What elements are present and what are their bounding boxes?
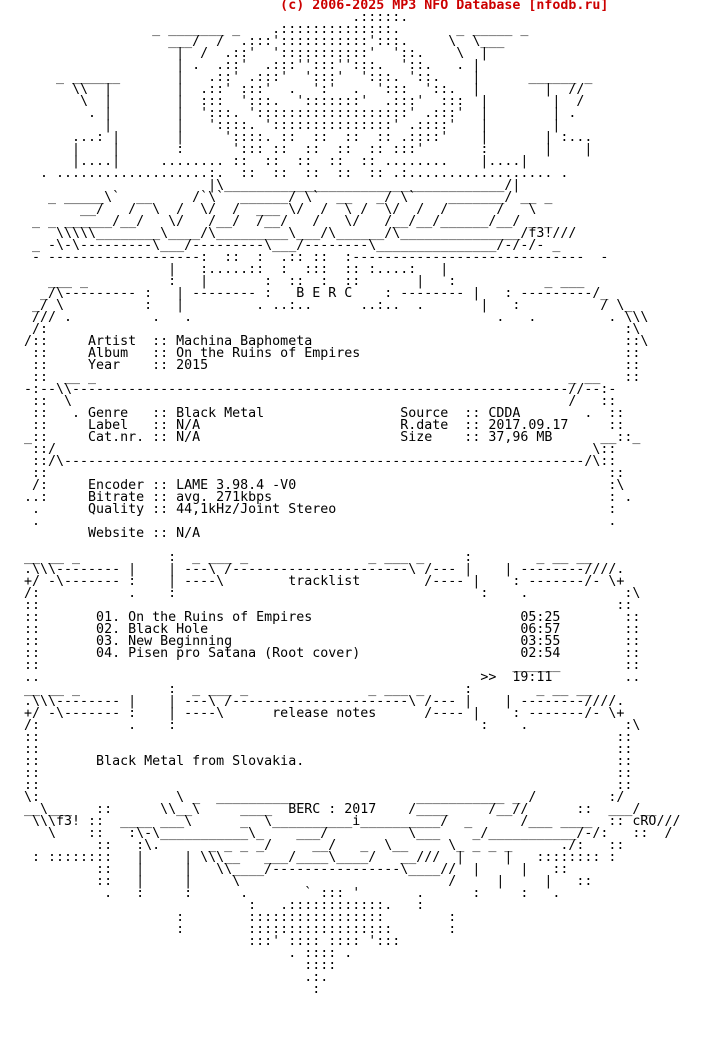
nfo-line: | . .::' .:::'':::'':::. '::. . |: [8, 58, 481, 73]
nfo-line: .\\\-------- | | ---\ /-----------------…: [8, 562, 625, 577]
nfo-line: :: ::: [8, 766, 633, 781]
nfo-line: /// . . . . . . \\\: [8, 310, 649, 325]
nfo-line: : :::::::::::::::::: :: [8, 922, 457, 937]
nfo-line: ___/ / .:::':::::::::::':::. \ \___: [8, 34, 505, 49]
nfo-line: | | '::::. ':::::::::::::::' .::::' | |: [8, 118, 561, 133]
nfo-line: ::::: [8, 958, 337, 973]
nfo-line: :: ______ ::: [8, 658, 641, 673]
nfo-line: :: Label :: N/A R.date :: 2017.09.17 ::: [8, 418, 625, 433]
nfo-line: \\\\\________\____/\_________\___/\_____…: [8, 226, 577, 241]
nfo-line: : :::::::: | | \\\__ ___/____\____/ __//…: [8, 850, 617, 865]
nfo-line: . Quality :: 44,1kHz/Joint Stereo :: [8, 502, 617, 517]
nfo-line: :: ::: [8, 598, 633, 613]
nfo-line: _ _ ______/__/ \/ /__/ /__/ / \/ /__/__/…: [8, 214, 553, 229]
nfo-line: :: . Genre :: Black Metal Source :: CDDA…: [8, 406, 625, 421]
nfo-line: :: 01. On the Ruins of Empires 05:25 ::: [8, 610, 641, 625]
nfo-line: . :::: .: [8, 946, 353, 961]
nfo-document: (c) 2006-2025 MP3 NFO Database [nfodb.ru…: [8, 0, 680, 996]
nfo-line: /: Encoder :: LAME 3.98.4 -V0 :\: [8, 478, 625, 493]
nfo-line: \: \ _ ___________ ___________ _ / :/: [8, 790, 625, 805]
nfo-line: :: ::: [8, 742, 633, 757]
nfo-line: ::/ \::: [8, 442, 617, 457]
nfo-line: | | : '::: :: :: :: :: :::' : | |: [8, 142, 593, 157]
credit-line: (c) 2006-2025 MP3 NFO Database [nfodb.ru…: [8, 0, 609, 13]
nfo-line: - -------------------: :: : .:: :: :----…: [8, 250, 609, 265]
nfo-line: :: __ _ _ __ ::: [8, 370, 641, 385]
nfo-line: /:: Artist :: Machina Baphometa ::\: [8, 334, 649, 349]
nfo-line: :: ::: [8, 730, 633, 745]
nfo-line: \ :: :\-\___________\_ ___/ \___ _/_____…: [8, 826, 673, 841]
nfo-line: :: | | \ / | | ::: [8, 874, 593, 889]
nfo-line: _ _____\` __ /`\` ______/ \` __ _/ \` __…: [8, 190, 553, 205]
nfo-line: .\\\-------- | | ---\ /-----------------…: [8, 694, 625, 709]
nfo-line: +/ -\------- : | ----\ release notes /--…: [8, 706, 625, 721]
nfo-line: ...: | | '::::. :: :: :: :: .::::' | | :…: [8, 130, 593, 145]
nfo-line: :: \ / ::: [8, 394, 617, 409]
nfo-line: : ::::::::::::::::: :: [8, 910, 457, 925]
nfo-line: __ __ _ : _ ___ _ _ ___ _ : _ __ __: [8, 550, 593, 565]
nfo-line: |....| ........ :: :: :: :: :: ........ …: [8, 154, 529, 169]
nfo-line: :: ::: [8, 466, 625, 481]
nfo-line: :: 02. Black Hole 06:57 ::: [8, 622, 641, 637]
nfo-line: __\___ :: \\__\ ____ BERC : 2017 /____ /…: [8, 802, 657, 817]
nfo-line: :: Black Metal from Slovakia. ::: [8, 754, 633, 769]
nfo-line: \\\f3! :: ____ ___\ _ \__________i______…: [8, 814, 681, 829]
nfo-line: :: [8, 982, 321, 997]
nfo-line: : .::::::::::::. :: [8, 898, 425, 913]
nfo-line: ..: Bitrate :: avg. 271kbps : .: [8, 490, 633, 505]
nfo-line: /: :\: [8, 322, 641, 337]
nfo-line: Website :: N/A: [8, 526, 201, 541]
nfo-line: .:::::.: [8, 10, 409, 25]
nfo-line: __/ / \ / \/ / ___ \/ / \ / \/ / / / \: [8, 202, 537, 217]
nfo-line: :: Album :: On the Ruins of Empires ::: [8, 346, 641, 361]
nfo-line: /: . : : . :\: [8, 718, 641, 733]
nfo-line: _ _______ _ .::::::::::::::. _ _____ _: [8, 22, 529, 37]
nfo-line: _ -\-\---------\___/---------\___/------…: [8, 238, 561, 253]
nfo-line: ::/\------------------------------------…: [8, 454, 617, 469]
nfo-line: .:.: [8, 970, 329, 985]
nfo-line: .. >> 19:11 ..: [8, 670, 641, 685]
nfo-line: . .: [8, 514, 617, 529]
nfo-line: . | | ':::. ':::::::::::::::::::' .:::' …: [8, 106, 577, 121]
nfo-line: :: 03. New Beginning 03:55 ::: [8, 634, 641, 649]
nfo-line: :: 04. Pisen pro Satana (Root cover) 02:…: [8, 646, 641, 661]
nfo-line: _ ______ | .::' .:::' ':::' ':::. '::. |…: [8, 70, 593, 85]
nfo-line: /: . : : . :\: [8, 586, 641, 601]
nfo-line: -:--\\----------------------------------…: [8, 382, 617, 397]
nfo-line: |\___________________________________/|: [8, 178, 521, 193]
nfo-line: \\ | | .::' :::' . ':' . '::: '::. | | /…: [8, 82, 585, 97]
nfo-line: :::' :::: :::: ':::: [8, 934, 401, 949]
nfo-line: :: :\. _ _ _ _/ __/ _ \__ \_ _ _ _ ./: :…: [8, 838, 625, 853]
nfo-line: _/ \ : | . ..:.. ..:.. . | : / \_: [8, 298, 633, 313]
nfo-line: . : : . ` ::: ' . : : .: [8, 886, 561, 901]
nfo-line: :: ::: [8, 778, 633, 793]
nfo-line: | / .::' ':::::::::::' '::. \ |: [8, 46, 489, 61]
nfo-line: :: | | \\____/----------------\____// | …: [8, 862, 569, 877]
nfo-line: ___ _ : | : :: : :: | : _ ___: [8, 274, 585, 289]
nfo-line: :: Year :: 2015 ::: [8, 358, 641, 373]
nfo-line: | :.....:: : ::: :: :....: |: [8, 262, 449, 277]
nfo-line: _:: Cat.nr. :: N/A Size :: 37,96 MB __::…: [8, 430, 641, 445]
nfo-line: \ | | ::: ':::. ':::::::' .:::' ::: | | …: [8, 94, 585, 109]
nfo-line: +/ -\------- : | ----\ tracklist /---- |…: [8, 574, 625, 589]
nfo-line: _/\--------- : | -------- : B E R C : --…: [8, 286, 609, 301]
nfo-line: __ __ _ : _ ___ _ _ ___ _ : _ __ __: [8, 682, 593, 697]
nfo-line: . ...................:. :: :: :: :: :: .…: [8, 166, 569, 181]
